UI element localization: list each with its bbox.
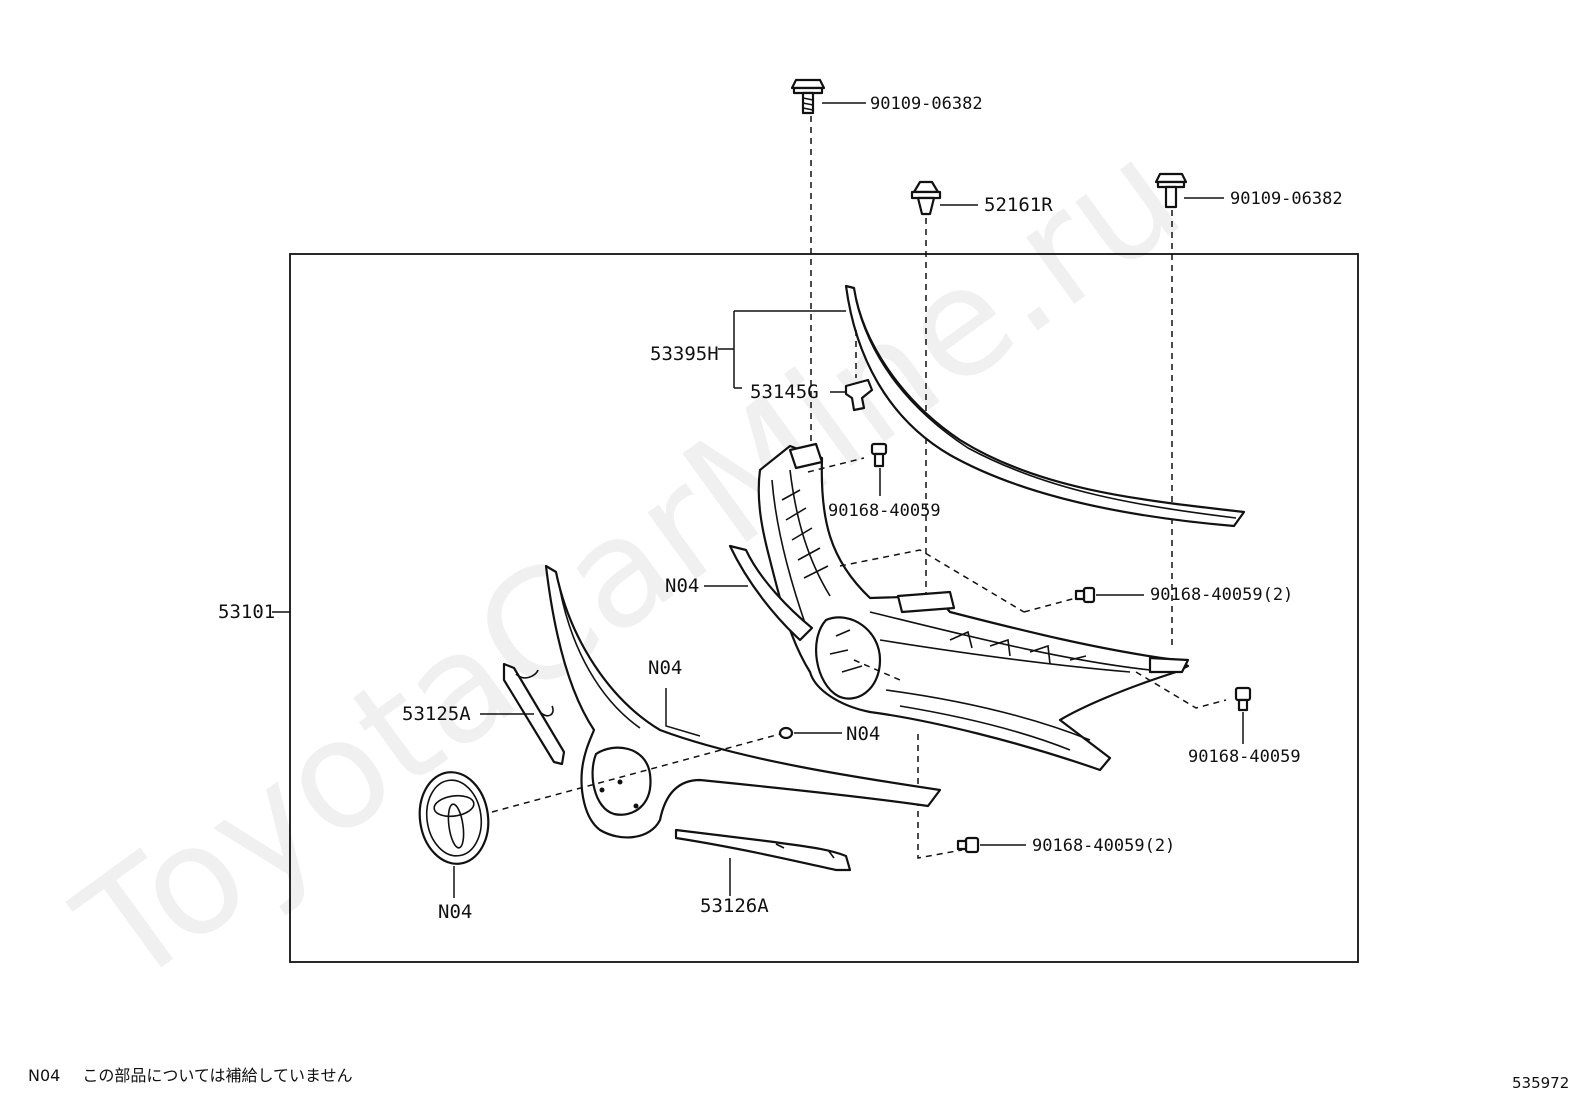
footnote: N04 この部品については補給していません [28,1062,375,1086]
nut-small-icon [778,726,794,740]
label-n04-small: N04 [846,723,880,745]
bolt-right-icon [1154,172,1188,209]
label-screw-right-2: 90168-40059(2) [1150,585,1293,605]
label-n04-emblem: N04 [438,901,472,923]
screw-upper-icon [870,442,888,468]
label-screw-bottom-2: 90168-40059(2) [1032,836,1175,856]
assembly-frame [289,253,1359,963]
label-clip-molding: 53145G [750,381,819,403]
label-screw-right: 90168-40059 [1188,747,1301,767]
label-bolt-top: 90109-06382 [870,94,983,114]
screw-bottom-icon [956,836,980,854]
label-molding-lower: 53126A [700,895,769,917]
label-clip-top: 52161R [984,194,1053,216]
illustration-code: 535972 [1512,1074,1570,1092]
label-molding-left: 53125A [402,703,471,725]
footnote-text: この部品については補給していません [82,1066,353,1085]
screw-right2-icon [1074,586,1096,604]
grille-body-shape [757,444,1190,772]
lower-strip-shape [728,544,814,642]
bolt-top-icon [790,78,826,115]
upper-molding-shape [844,284,1246,528]
watermark-text: ToyotaCarMine.ru [48,108,1211,1020]
screw-right-icon [1234,686,1252,712]
footnote-code: N04 [28,1066,61,1085]
toyota-emblem-icon [418,771,490,865]
label-grille-assy: 53101 [218,601,275,623]
label-screw-upper: 90168-40059 [828,501,941,521]
clip-top-icon [910,180,942,216]
label-molding: 53395H [650,343,719,365]
clip-molding-icon [844,378,874,412]
label-bolt-right: 90109-06382 [1230,189,1343,209]
lower-molding-shape [674,828,852,872]
label-n04-upper: N04 [665,575,699,597]
label-n04-mid: N04 [648,657,682,679]
